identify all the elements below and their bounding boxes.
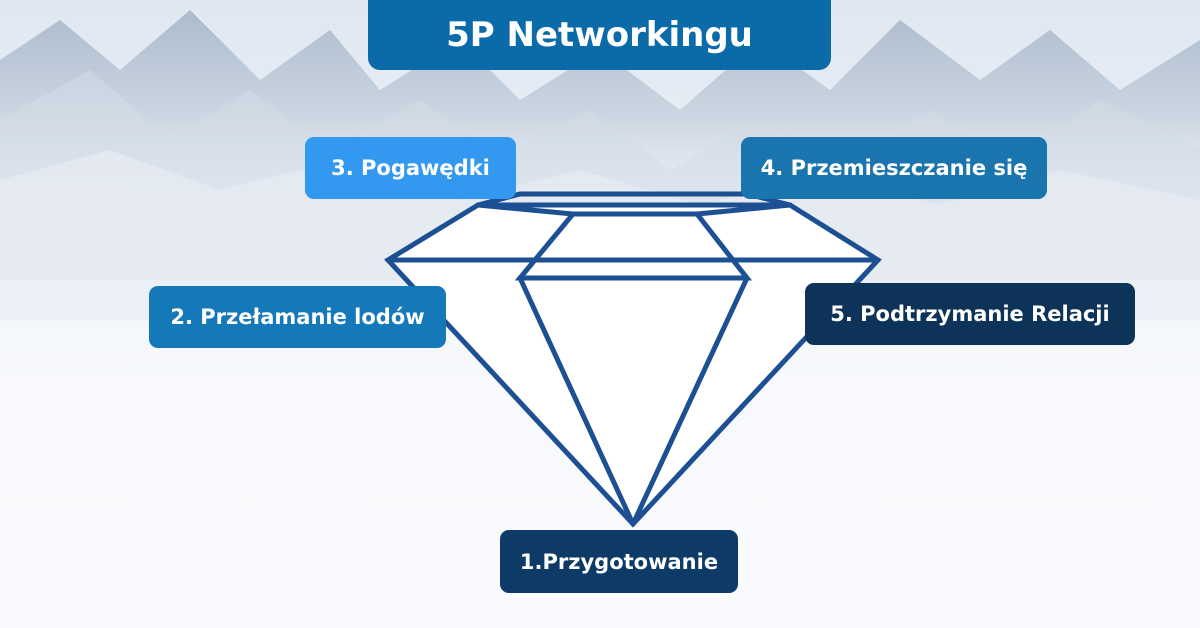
diagram-title: 5P Networkingu xyxy=(368,0,831,70)
diamond-crown-facet-right xyxy=(694,202,793,217)
diamond-table-top xyxy=(475,191,793,208)
diamond-pavilion-line-right xyxy=(630,275,750,527)
step-1-przygotowanie: 1.Przygotowanie xyxy=(500,530,738,593)
diamond-crown-facet-left xyxy=(475,202,576,217)
step-3-pogawedki: 3. Pogawędki xyxy=(305,137,516,199)
diamond-pavilion-line-left xyxy=(517,275,636,527)
diamond-body xyxy=(384,202,882,528)
step-2-przelamanie-lodow: 2. Przełamanie lodów xyxy=(149,286,446,348)
step-4-przemieszczanie-sie: 4. Przemieszczanie się xyxy=(741,137,1047,199)
step-5-podtrzymanie-relacji: 5. Podtrzymanie Relacji xyxy=(805,283,1135,345)
